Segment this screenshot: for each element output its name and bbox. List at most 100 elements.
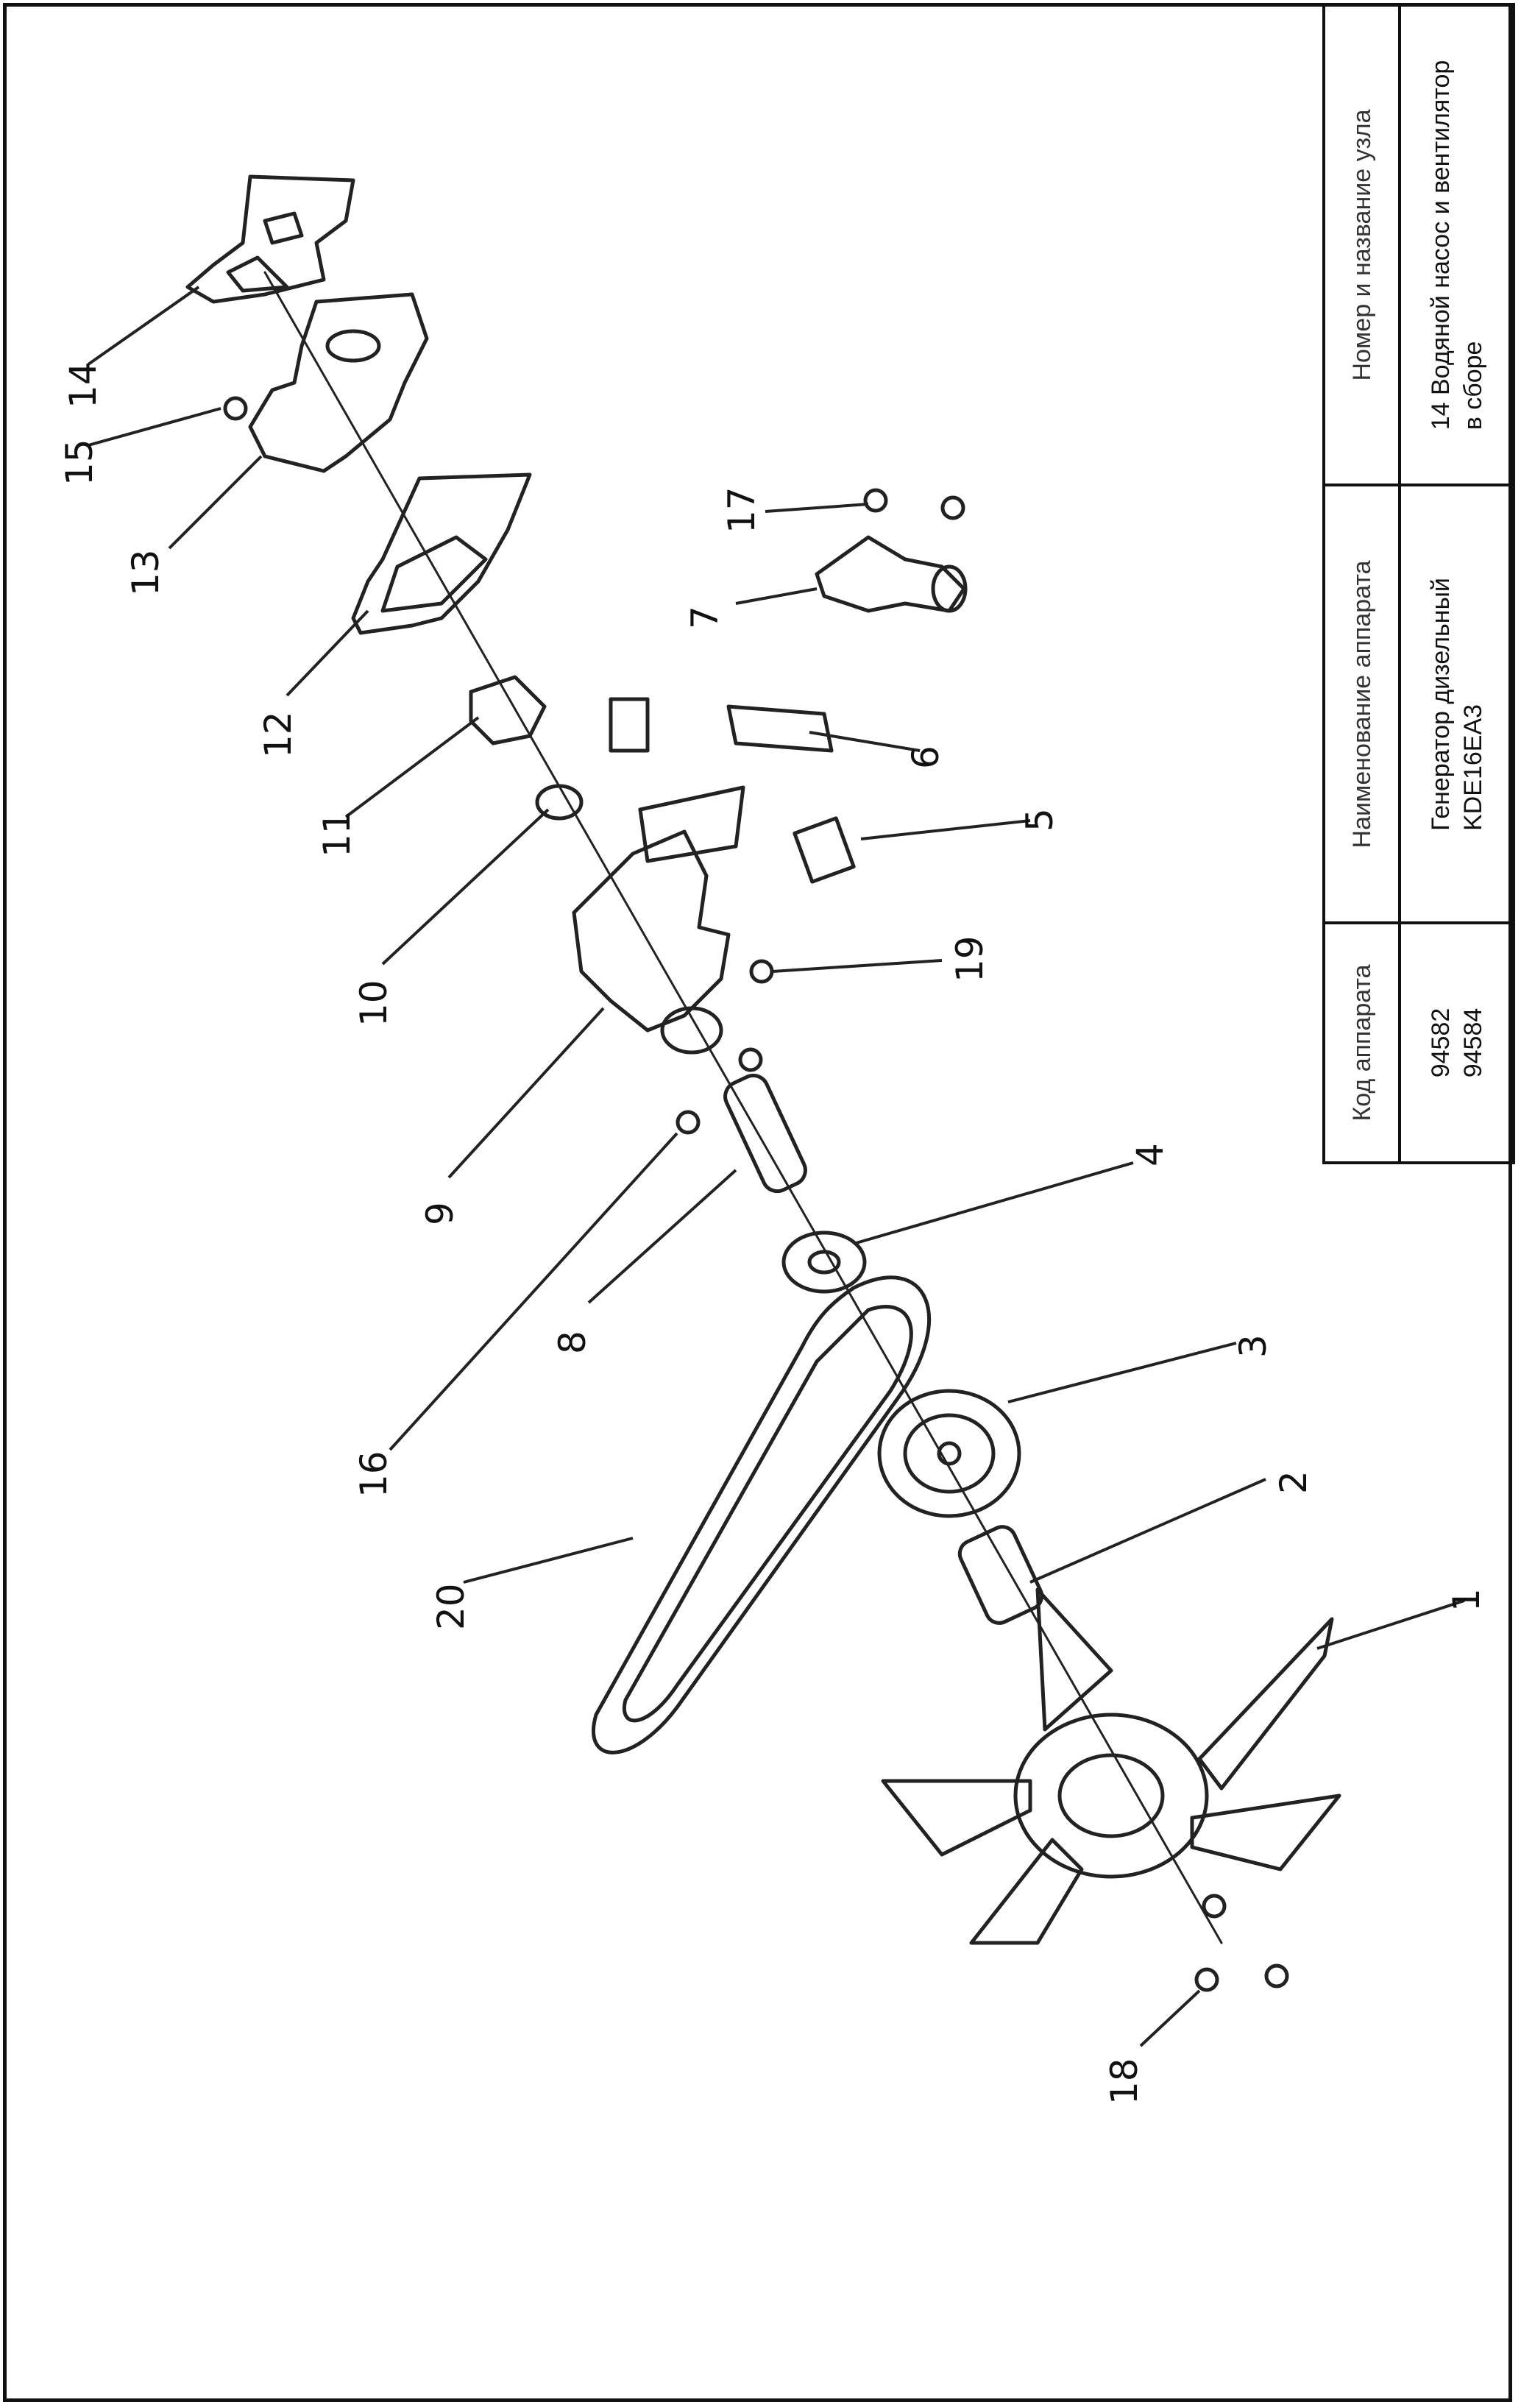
value-code: 94582 94584 [1425, 1008, 1489, 1078]
leader-14 [87, 286, 200, 366]
callout-13: 13 [124, 549, 167, 596]
header-unit: Номер и название узла [1347, 108, 1376, 381]
part-bolt-extra [738, 1047, 763, 1072]
part-9-outlet [660, 1006, 723, 1055]
value-code-cell: 94582 94584 [1400, 923, 1514, 1163]
part-9-pump-body [572, 829, 731, 1033]
callout-12: 12 [257, 711, 299, 758]
callout-9: 9 [419, 1202, 461, 1225]
part-small-block [609, 697, 650, 753]
value-device-cell: Генератор дизельный KDE16EA3 [1400, 485, 1514, 923]
leader-18 [1139, 1989, 1201, 2047]
callout-3: 3 [1232, 1334, 1274, 1358]
part-16-bolt [676, 1110, 701, 1135]
leader-11 [344, 716, 480, 818]
part-12-inner [380, 535, 488, 613]
value-unit-line1: 14 Водяной насос и вентилятор [1426, 60, 1455, 430]
drawing-frame [3, 3, 1512, 2402]
part-18-bolt [1194, 1967, 1219, 1992]
part-1-fan-blade-4 [969, 1838, 1084, 1945]
callout-5: 5 [1018, 808, 1061, 832]
value-device-line1: Генератор дизельный [1426, 577, 1455, 831]
callout-1: 1 [1445, 1588, 1488, 1612]
leader-7 [735, 587, 818, 605]
part-20-belt [592, 1275, 932, 1754]
value-device-line2: KDE16EA3 [1458, 704, 1487, 831]
leader-12 [286, 609, 369, 697]
callout-10: 10 [352, 980, 395, 1027]
part-19-bolt [749, 959, 774, 984]
part-8-bearing [723, 1073, 807, 1194]
callout-17: 17 [720, 486, 763, 534]
callout-4: 4 [1129, 1143, 1171, 1166]
header-code-cell: Код аппарата [1324, 923, 1400, 1163]
value-unit-line2: в сборе [1458, 341, 1487, 430]
callout-18: 18 [1103, 2058, 1146, 2105]
leader-4 [853, 1161, 1134, 1245]
callout-19: 19 [949, 935, 991, 982]
leader-3 [1007, 1342, 1237, 1403]
leader-8 [587, 1169, 737, 1304]
part-7-outlet [931, 564, 968, 613]
title-block-grid [1322, 3, 1515, 1164]
header-code: Код аппарата [1347, 964, 1376, 1122]
value-unit-cell: 14 Водяной насос и вентилятор в сборе [1400, 4, 1514, 485]
leader-17 [765, 503, 869, 513]
part-4-hub-bore [807, 1250, 841, 1275]
leader-15 [88, 407, 221, 447]
callout-7: 7 [684, 606, 726, 629]
leader-19 [772, 959, 943, 973]
value-code-line1: 94582 [1426, 1008, 1455, 1078]
part-10-seal [535, 784, 584, 821]
value-unit: 14 Водяной насос и вентилятор в сборе [1425, 60, 1489, 430]
callout-11: 11 [316, 810, 358, 857]
title-block: Номер и название узла Наименование аппар… [1322, 3, 1515, 1164]
callout-16: 16 [352, 1451, 395, 1498]
leader-10 [381, 808, 550, 966]
leader-20 [463, 1537, 634, 1584]
part-14-hole [263, 211, 304, 245]
part-12-gasket [351, 472, 532, 635]
part-7-elbow [815, 535, 966, 613]
part-18-bolt-2 [1264, 1963, 1289, 1989]
part-1-fan-hub-inner [1057, 1753, 1165, 1838]
callout-15: 15 [58, 439, 101, 486]
part-13-hole [325, 329, 381, 363]
part-2-spacer [957, 1525, 1044, 1625]
part-9-flange [638, 785, 745, 863]
leader-5 [860, 819, 1031, 840]
value-code-line2: 94584 [1458, 1008, 1487, 1078]
part-3-pulley-inner [903, 1413, 996, 1494]
value-device: Генератор дизельный KDE16EA3 [1425, 578, 1489, 831]
callout-2: 2 [1272, 1470, 1315, 1494]
leader-6 [809, 731, 921, 752]
callout-8: 8 [551, 1331, 594, 1354]
part-3-pulley [877, 1389, 1021, 1518]
callout-20: 20 [430, 1583, 472, 1630]
part-6-gasket [726, 704, 834, 753]
leader-9 [447, 1007, 605, 1179]
part-15-bolt [223, 396, 248, 421]
leader-2 [1029, 1478, 1266, 1584]
part-11-impeller [469, 675, 547, 746]
callout-14: 14 [62, 361, 104, 408]
header-unit-cell: Номер и название узла [1324, 4, 1400, 485]
leader-1 [1316, 1599, 1465, 1650]
assembly-axis [263, 271, 1223, 1944]
part-20-belt-inner [623, 1305, 913, 1723]
part-17-bolt [863, 488, 888, 513]
leader-16 [389, 1132, 678, 1451]
part-1-fan-hub [1013, 1713, 1209, 1879]
part-5-block [793, 816, 856, 884]
header-device: Наименование аппарата [1347, 560, 1376, 848]
part-18-bolt-3 [1202, 1894, 1227, 1919]
header-device-cell: Наименование аппарата [1324, 485, 1400, 923]
part-1-fan-blade-3 [1190, 1793, 1341, 1871]
callout-6: 6 [904, 746, 947, 769]
part-1-fan-blade-5 [881, 1779, 1032, 1857]
part-4-hub [781, 1230, 867, 1294]
part-1-fan-blade-1 [1035, 1587, 1113, 1732]
part-13-plate [248, 292, 429, 473]
